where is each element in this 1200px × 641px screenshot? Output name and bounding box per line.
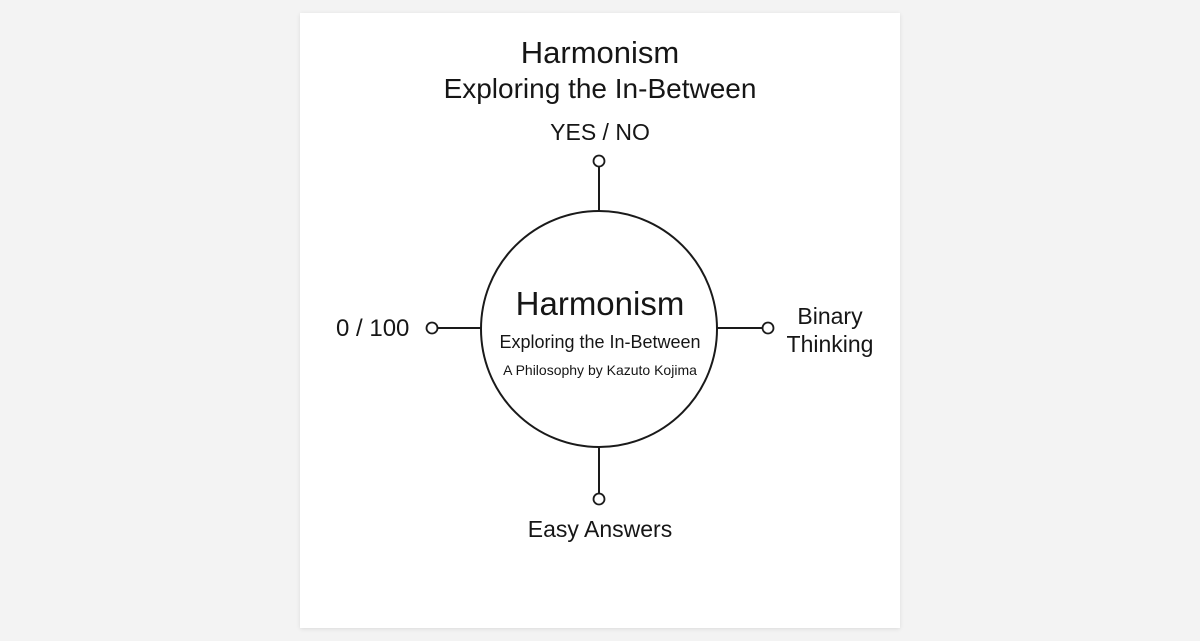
center-credit: A Philosophy by Kazuto Kojima (503, 362, 697, 378)
diagram-subtitle: Exploring the In-Between (443, 73, 757, 104)
node-label-right-line1: Binary (797, 303, 863, 329)
node-label-right: Binary Thinking (770, 302, 890, 358)
node-label-right-line2: Thinking (786, 331, 874, 357)
central-circle (480, 210, 718, 448)
diagram-title: Harmonism (520, 35, 680, 70)
node-label-left: 0 / 100 (336, 315, 410, 342)
node-label-top: YES / NO (550, 119, 650, 145)
node-dot-right (761, 321, 775, 335)
diagram-card: Harmonism Exploring the In-Between YES /… (300, 13, 900, 628)
node-dot-top (592, 154, 606, 168)
node-label-bottom: Easy Answers (527, 516, 673, 542)
diagram-graphic (425, 154, 775, 506)
node-dot-bottom (592, 492, 606, 506)
center-title: Harmonism (515, 285, 685, 322)
center-subtitle: Exploring the In-Between (499, 332, 701, 352)
node-dot-left (425, 321, 439, 335)
